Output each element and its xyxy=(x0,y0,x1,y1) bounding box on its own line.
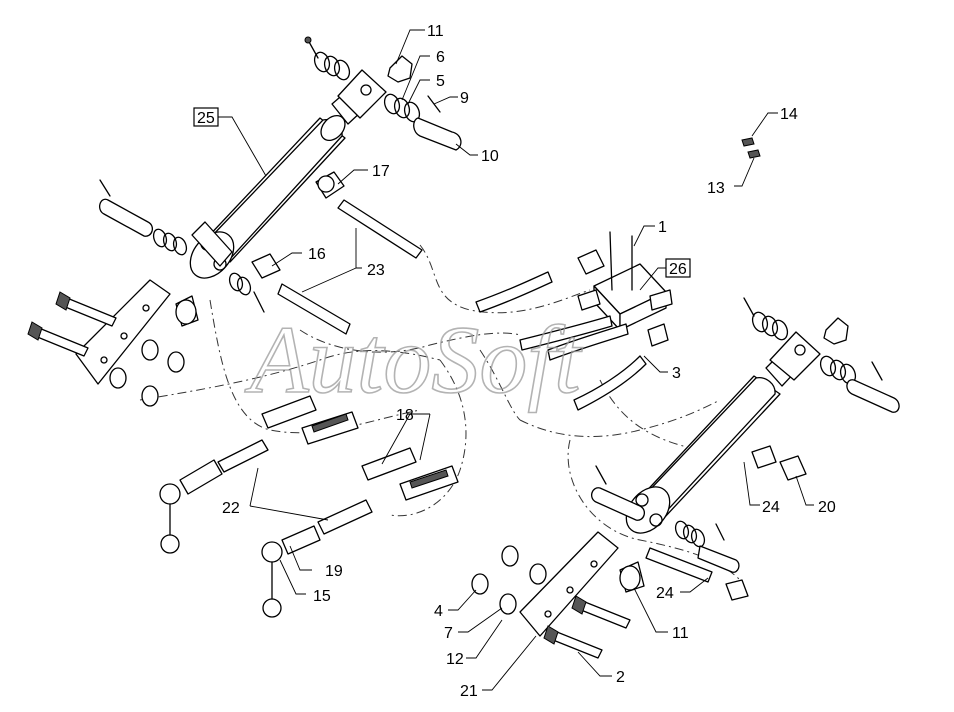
callout-25-box xyxy=(193,107,219,127)
callout-16: 16 xyxy=(308,246,326,263)
upper-seal-rings xyxy=(304,36,462,151)
fitting-16-hose-23 xyxy=(228,253,553,335)
callout-17: 17 xyxy=(372,163,390,180)
callout-19: 19 xyxy=(325,563,343,580)
coupler-group-left xyxy=(159,395,359,554)
valve-block-26 xyxy=(519,231,673,411)
leader-lines xyxy=(216,29,814,691)
callout-3: 3 xyxy=(672,365,681,382)
callout-11-bottom: 11 xyxy=(672,625,689,642)
lower-right-cylinder xyxy=(590,297,900,573)
fitting-20-hoses-24 xyxy=(645,445,807,601)
callout-23: 23 xyxy=(367,262,385,279)
fitting-17 xyxy=(315,171,423,259)
callout-26-box xyxy=(665,258,691,278)
callout-24-right: 24 xyxy=(762,499,780,516)
coupler-group-center xyxy=(261,447,459,618)
callout-7: 7 xyxy=(444,625,453,642)
callout-1: 1 xyxy=(658,219,667,236)
callout-12: 12 xyxy=(446,651,464,668)
callout-5: 5 xyxy=(436,73,445,90)
upper-cylinder xyxy=(189,69,387,279)
callout-6: 6 xyxy=(436,49,445,66)
callout-labels: 11 6 5 9 10 25 17 16 23 14 13 1 26 3 18 … xyxy=(193,23,836,700)
watermark-text: AutoSoft xyxy=(244,306,583,413)
callout-22: 22 xyxy=(222,500,240,517)
callout-24-lower: 24 xyxy=(656,585,674,602)
upper-lower-pin xyxy=(98,179,188,256)
callout-13: 13 xyxy=(707,180,725,197)
callout-2: 2 xyxy=(616,669,625,686)
clips-13-14 xyxy=(741,137,761,159)
right-mounting-bracket xyxy=(471,531,645,659)
callout-10: 10 xyxy=(481,148,499,165)
callout-21: 21 xyxy=(460,683,478,700)
callout-15: 15 xyxy=(313,588,331,605)
callout-25: 25 xyxy=(197,110,215,127)
callout-4: 4 xyxy=(434,603,443,620)
callout-26: 26 xyxy=(669,261,687,278)
callout-9: 9 xyxy=(460,90,469,107)
callout-14: 14 xyxy=(780,106,798,123)
left-mounting-bracket xyxy=(27,279,199,407)
callout-20: 20 xyxy=(818,499,836,516)
callout-11-top: 11 xyxy=(427,23,444,40)
callout-18: 18 xyxy=(396,407,414,424)
